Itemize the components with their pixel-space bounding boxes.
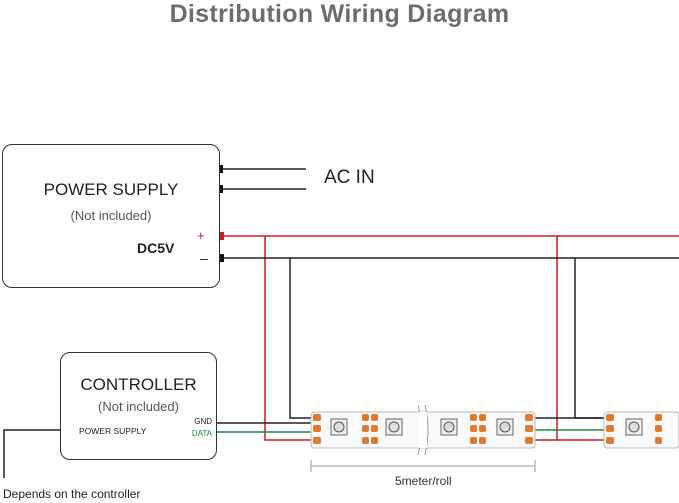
data-label: DATA [191, 429, 212, 438]
page-title: Distribution Wiring Diagram [169, 0, 510, 28]
controller-title: CONTROLLER [80, 375, 197, 394]
positive-terminal [218, 232, 224, 240]
controller-note: (Not included) [98, 399, 179, 414]
led-chip-icon [330, 418, 514, 436]
controller-power-note: Depends on the controller [3, 487, 141, 501]
power-supply-note: (Not included) [70, 208, 152, 223]
strip-length-label: 5meter/roll [395, 474, 452, 488]
plus-symbol: + [197, 228, 205, 243]
ground-wires [217, 257, 679, 424]
ac-input-label: AC IN [324, 167, 375, 188]
led-strip-next [603, 411, 679, 449]
negative-terminal [218, 254, 224, 262]
power-supply-title: POWER SUPPLY [43, 180, 179, 199]
dc-output-label: DC5V [137, 240, 175, 256]
minus-symbol: – [200, 250, 208, 266]
ac-input-wires [218, 165, 306, 193]
controller-power-port-label: POWER SUPPLY [79, 426, 147, 436]
length-dimension [310, 460, 536, 472]
power-supply-box: POWER SUPPLY (Not included) DC5V [2, 144, 220, 288]
data-wires [217, 429, 605, 433]
gnd-label: GND [194, 417, 212, 426]
led-strip-main [310, 404, 536, 456]
positive-wires [224, 235, 679, 441]
controller-box: CONTROLLER (Not included) POWER SUPPLY G… [60, 352, 217, 460]
